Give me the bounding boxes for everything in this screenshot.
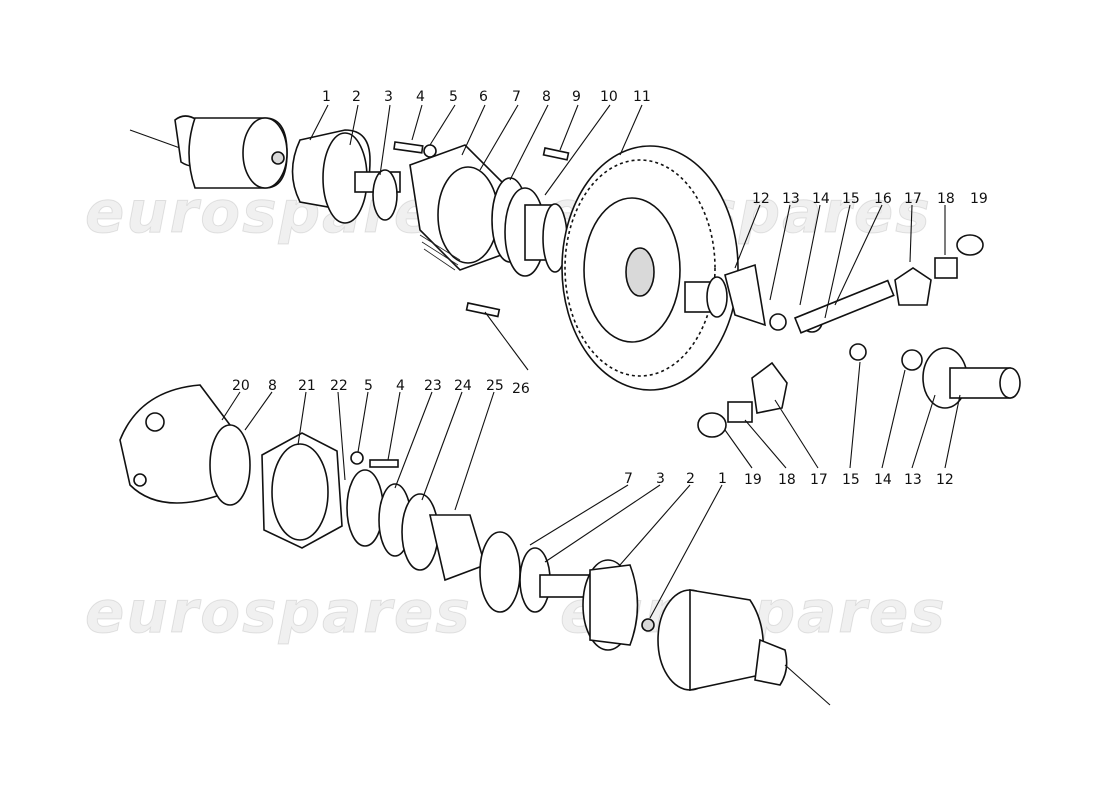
bearing-cup-25 [428,514,486,582]
bearing-cover-21 [261,432,343,549]
callout-labels: 1 2 3 4 5 6 7 8 9 10 11 12 13 14 15 16 1… [232,89,988,488]
watermark-bottom-left: eurospares [85,578,472,646]
callout-5: 5 [449,89,458,105]
callout-11: 11 [633,89,651,105]
callout-12-lower: 12 [936,472,954,488]
gasket-8 [209,424,251,506]
ring-24 [401,493,439,571]
callout-3-lower: 3 [656,471,665,487]
callout-23: 23 [424,378,442,394]
left-drive-shaft [129,115,288,189]
planet-pinion-upper [894,267,932,306]
callout-5-lower: 5 [364,378,373,394]
callout-2-lower: 2 [686,471,695,487]
callout-17-lower: 17 [810,472,828,488]
callout-8-lower: 8 [268,378,277,394]
upper-axle-assembly [129,115,1021,438]
bearing-housing-plate [409,144,516,271]
callout-26: 26 [512,381,530,397]
callout-15-lower: 15 [842,472,860,488]
callout-21: 21 [298,378,316,394]
washer-19-lower [697,412,727,438]
lower-axle-assembly [119,384,831,706]
callout-4-lower: 4 [396,378,405,394]
callout-9: 9 [572,89,581,105]
washer-5-lower [350,451,364,465]
callout-1: 1 [322,89,331,105]
bush-18-lower [727,401,753,423]
washer-19 [956,234,984,256]
drive-flange-lower [539,559,639,651]
flange-bolt [542,147,570,161]
callout-24: 24 [454,378,472,394]
ring-gear [561,145,739,391]
bearing-22 [346,469,384,547]
callout-19-lower: 19 [744,472,762,488]
bolt-and-washer [393,141,437,158]
bush-18 [934,257,958,279]
washer-15 [849,343,867,361]
callout-14-upper: 14 [812,191,830,207]
callout-13-upper: 13 [782,191,800,207]
callout-7: 7 [512,89,521,105]
thrust-washer-13 [769,313,787,331]
side-gear-upper [684,263,767,327]
callout-10: 10 [600,89,618,105]
callout-14-lower: 14 [874,472,892,488]
callout-18-lower: 18 [778,472,796,488]
pinion-shaft [793,279,895,334]
callout-20: 20 [232,378,250,394]
bolt-4-lower [369,459,399,468]
oil-seal-ring [372,169,398,221]
callout-7-lower: 7 [624,471,633,487]
differential-case [119,384,231,504]
callout-22: 22 [330,378,348,394]
planet-pinion-lower [751,361,788,414]
callout-6: 6 [479,89,488,105]
callout-1-lower: 1 [718,471,727,487]
seal-7-lower [479,531,521,613]
ring-gear-bolt [465,302,501,318]
callout-16: 16 [874,191,892,207]
leader-lines [221,104,961,619]
callout-19-upper: 19 [970,191,988,207]
callout-12-upper: 12 [752,191,770,207]
callout-3: 3 [384,89,393,105]
callout-25: 25 [486,378,504,394]
right-drive-shaft [657,589,831,706]
callout-17-upper: 17 [904,191,922,207]
callout-4: 4 [416,89,425,105]
watermark-top-left: eurospares [85,178,472,246]
side-gear-lower [922,347,1021,409]
thrust-washer-14-lower [901,349,923,371]
callout-15-upper: 15 [842,191,860,207]
callout-13-lower: 13 [904,472,922,488]
callout-8: 8 [542,89,551,105]
callout-18-upper: 18 [937,191,955,207]
plug-1-lower [641,618,655,632]
callout-2: 2 [352,89,361,105]
